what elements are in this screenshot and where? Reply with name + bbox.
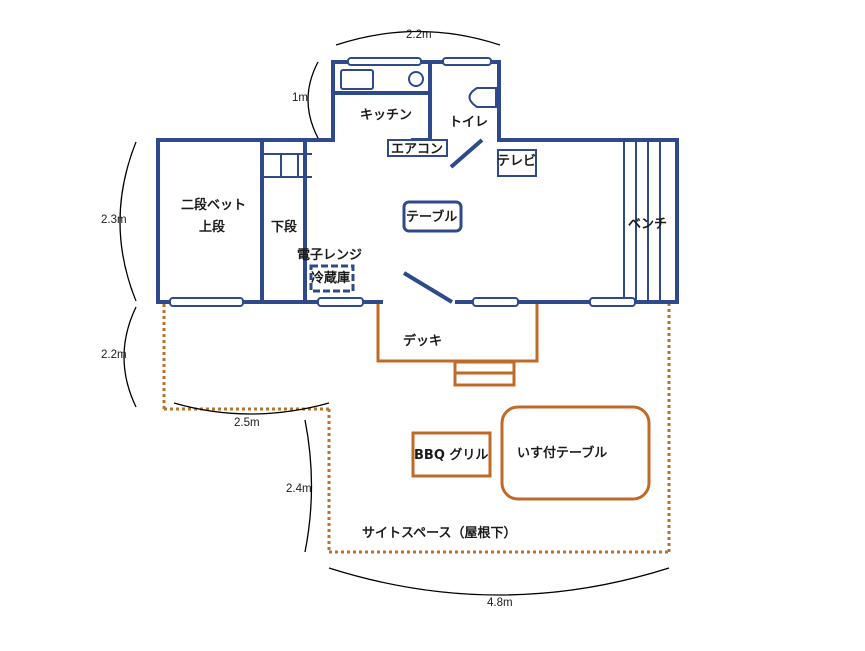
table-with-chairs — [500, 405, 651, 501]
upper-bunk-label: 上段 — [199, 219, 225, 235]
dimension-site-depth: 2.4m — [286, 483, 312, 495]
table-with-chairs-label: いす付テーブル — [517, 445, 607, 461]
aircon-label: エアコン — [391, 142, 443, 157]
bbq-grill-label: BBQ グリル — [414, 447, 488, 463]
windows — [169, 57, 636, 307]
dimension-site-width: 4.8m — [487, 597, 513, 609]
deck-label: デッキ — [403, 333, 442, 349]
dimension-building-depth: 2.3m — [101, 214, 127, 226]
dimension-kitchen-depth: 1m — [292, 92, 308, 104]
bench-label: ベンチ — [628, 217, 667, 232]
bbq-grill — [411, 431, 492, 478]
kitchen-label: キッチン — [360, 108, 412, 123]
dimension-deck-depth: 2.2m — [101, 349, 127, 361]
fridge-box — [309, 264, 355, 293]
site-space-boundary — [162, 304, 671, 554]
tv-label: テレビ — [497, 153, 536, 169]
aircon-box — [387, 139, 448, 157]
bunk-bed-label: 二段ベット — [181, 197, 246, 213]
tv-box — [497, 149, 537, 177]
dimension-left-width: 2.5m — [234, 417, 260, 429]
microwave-label: 電子レンジ — [297, 248, 362, 263]
ladder — [262, 153, 312, 178]
site-space-label: サイトスペース（屋根下） — [362, 525, 516, 541]
building-walls — [156, 60, 679, 304]
lower-bunk-label: 下段 — [271, 219, 297, 235]
toilet-label: トイレ — [449, 115, 488, 130]
table-label: テーブル — [406, 209, 457, 225]
dimension-arcs — [119, 30, 670, 596]
toilet-bowl — [468, 87, 497, 108]
dimension-top-width: 2.2m — [406, 29, 432, 41]
bench-slats — [623, 140, 661, 302]
deck — [376, 304, 539, 387]
kitchen-sink — [340, 69, 424, 90]
table-box — [402, 200, 463, 233]
fridge-label: 冷蔵庫 — [311, 270, 350, 286]
